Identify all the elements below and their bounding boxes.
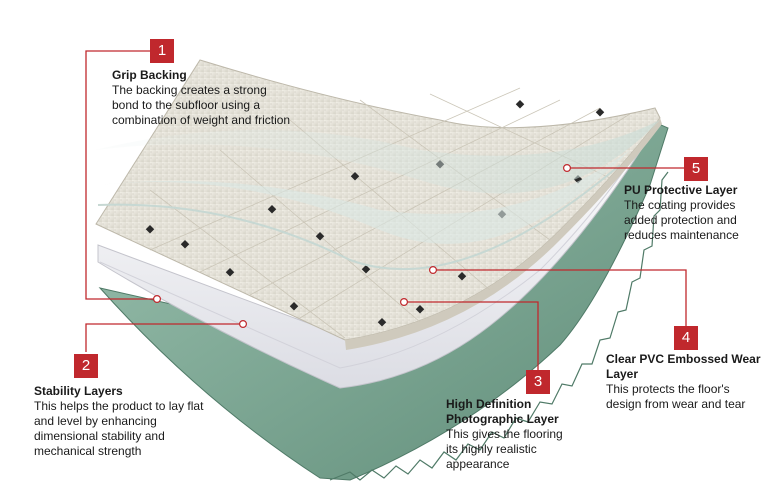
callout-4-label: Clear PVC Embossed Wear Layer This prote…: [606, 352, 768, 412]
callout-5-title: PU Protective Layer: [624, 183, 770, 198]
callout-1-title: Grip Backing: [112, 68, 292, 83]
callout-1-description: The backing creates a strong bond to the…: [112, 83, 292, 128]
callout-5-badge: 5: [684, 157, 708, 181]
callout-4-description: This protects the floor's design from we…: [606, 382, 768, 412]
callout-2-badge: 2: [74, 354, 98, 378]
callout-3-badge: 3: [526, 370, 550, 394]
callout-1-label: Grip Backing The backing creates a stron…: [112, 68, 292, 128]
callout-3-title: High Definition Photographic Layer: [446, 397, 572, 427]
callout-5-description: The coating provides added protection an…: [624, 198, 770, 243]
callout-2-title: Stability Layers: [34, 384, 210, 399]
callout-3-description: This gives the flooring its highly reali…: [446, 427, 572, 472]
callout-2-description: This helps the product to lay flat and l…: [34, 399, 210, 459]
callout-2-label: Stability Layers This helps the product …: [34, 384, 210, 459]
callout-1-badge: 1: [150, 39, 174, 63]
callout-4-badge: 4: [674, 326, 698, 350]
callout-5-label: PU Protective Layer The coating provides…: [624, 183, 770, 243]
callout-4-title: Clear PVC Embossed Wear Layer: [606, 352, 768, 382]
callout-3-label: High Definition Photographic Layer This …: [446, 397, 572, 472]
